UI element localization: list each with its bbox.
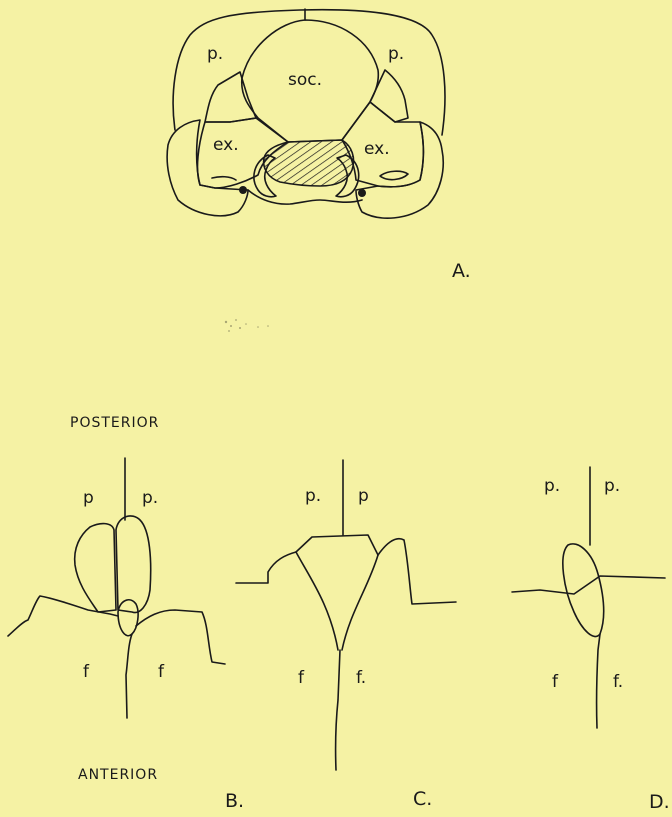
c-coronal-suture-right [378, 539, 456, 604]
right-opening [380, 171, 408, 179]
label-d-frontal-right: f. [613, 674, 623, 691]
right-foramen-dot [358, 189, 366, 197]
label-c-frontal-right: f. [356, 670, 366, 687]
figure-b-drawing [8, 458, 225, 718]
paper-stain [225, 319, 269, 332]
c-frontal-margin-right [342, 555, 378, 650]
label-a-supraoccipital: soc. [288, 72, 322, 89]
label-b-parietal-right: p. [142, 490, 158, 507]
figure-b-letter: B. [225, 792, 244, 811]
label-d-parietal-right: p. [604, 478, 620, 495]
left-parietal-lower [205, 72, 256, 122]
caption-anterior: ANTERIOR [78, 768, 158, 782]
d-oblique-ossicle [563, 544, 604, 637]
label-a-parietal-left: p. [207, 46, 223, 63]
b-frontal-suture [126, 634, 132, 718]
figure-c-drawing [236, 460, 456, 770]
left-opening [212, 177, 236, 180]
label-d-parietal-left: p. [544, 478, 560, 495]
label-a-exoccipital-left: ex. [213, 137, 239, 154]
figure-a-letter: A. [452, 262, 471, 281]
label-c-parietal-right: p [358, 488, 369, 505]
right-squamosal [356, 122, 443, 218]
label-b-parietal-left: p [83, 490, 94, 507]
c-interparietal-bone [296, 535, 378, 555]
figure-d-drawing [512, 467, 665, 728]
label-a-parietal-right: p. [388, 46, 404, 63]
label-c-parietal-left: p. [305, 488, 321, 505]
b-right-wormian-bone [116, 516, 151, 613]
caption-posterior: POSTERIOR [70, 416, 159, 430]
d-coronal-suture [512, 576, 665, 594]
b-left-wormian-bone [75, 524, 116, 612]
left-foramen-dot [239, 186, 247, 194]
c-frontal-margin-left [296, 552, 338, 650]
right-parietal-lower [370, 70, 408, 122]
d-frontal-suture [597, 634, 600, 728]
b-coronal-suture-right [136, 610, 225, 664]
c-coronal-suture-left [236, 552, 296, 583]
figure-a-drawing [167, 9, 445, 218]
label-d-frontal-left: f [552, 674, 558, 691]
figure-d-letter: D. [649, 793, 670, 812]
label-b-frontal-right: f [158, 664, 164, 681]
label-c-frontal-left: f [298, 670, 304, 687]
foramen-magnum [264, 140, 354, 186]
b-coronal-suture-left [8, 596, 118, 636]
label-b-frontal-left: f [83, 664, 89, 681]
label-a-exoccipital-right: ex. [364, 141, 390, 158]
figure-c-letter: C. [413, 790, 432, 809]
b-small-ossicle [118, 600, 138, 636]
c-frontal-suture [336, 650, 340, 770]
